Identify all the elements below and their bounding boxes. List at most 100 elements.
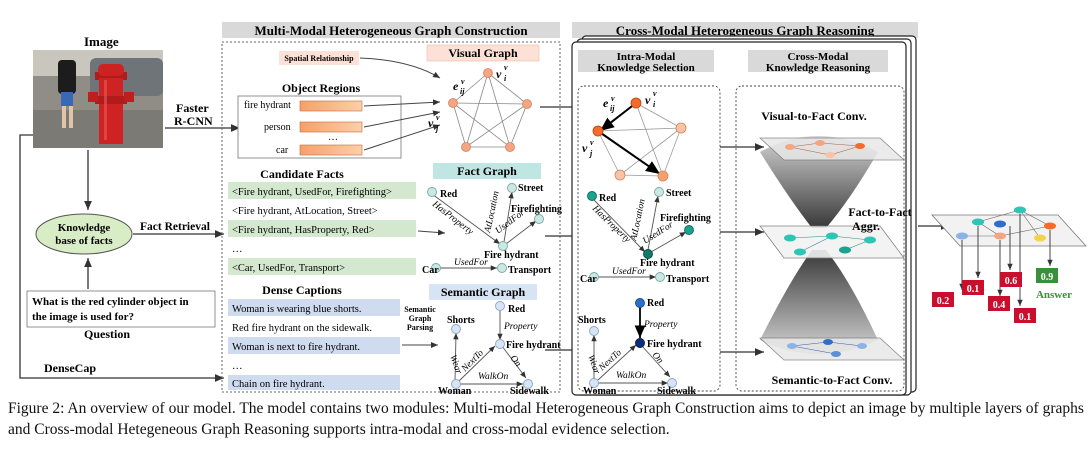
fact-1: <Fire hydrant, UsedFor, Firefighting> — [232, 187, 392, 198]
semantic-graph — [451, 301, 533, 389]
region-car: car — [276, 145, 289, 156]
svg-text:Semantic: Semantic — [404, 305, 436, 314]
svg-text:ij: ij — [610, 104, 615, 113]
svg-text:e: e — [603, 96, 609, 110]
svg-text:Street: Street — [518, 183, 544, 194]
fact-3: <Fire hydrant, HasProperty, Red> — [232, 225, 375, 236]
svg-text:Shorts: Shorts — [578, 315, 606, 326]
visual-graph — [448, 68, 532, 152]
intra-semantic-labels: Shorts Red Fire hydrant Woman Sidewalk P… — [578, 298, 702, 397]
fact-graph — [427, 183, 544, 273]
svg-text:v: v — [461, 77, 465, 86]
svg-text:ij: ij — [460, 87, 465, 96]
svg-text:Red: Red — [508, 304, 526, 315]
svg-text:Woman: Woman — [583, 386, 617, 397]
svg-text:Red: Red — [599, 193, 617, 204]
cross-title-2: Knowledge Reasoning — [766, 62, 871, 74]
svg-text:i: i — [653, 100, 656, 109]
object-regions-title: Object Regions — [282, 81, 361, 95]
fact-graph-title-box — [433, 163, 541, 179]
intra-visual-labels: v i v e v ij v j v — [582, 89, 657, 158]
image-label: Image — [84, 34, 119, 49]
svg-text:v: v — [436, 113, 440, 122]
svg-text:j: j — [588, 149, 593, 158]
svg-text:Fire hydrant: Fire hydrant — [506, 340, 561, 351]
visual-graph-title-box — [426, 44, 540, 62]
facts-to-graph-arrow — [417, 229, 446, 236]
knowledge-base-line1: Knowledge — [58, 222, 111, 234]
svg-text:Sidewalk: Sidewalk — [657, 386, 696, 397]
caption-5: Chain on fire hydrant. — [232, 379, 325, 390]
faster-label: Faster — [176, 101, 209, 115]
svg-text:WalkOn: WalkOn — [616, 371, 647, 381]
svg-text:Graph: Graph — [409, 314, 432, 323]
score-badges: 0.2 0.1 0.4 0.6 0.1 0.9 — [932, 268, 1058, 323]
svg-text:Firefighting: Firefighting — [511, 204, 562, 215]
intra-title-2: Knowledge Selection — [597, 62, 694, 74]
region-fire-hydrant: fire hydrant — [244, 100, 291, 111]
score-4: 0.6 — [1005, 276, 1018, 287]
score-1: 0.2 — [937, 296, 950, 307]
cross-title-bar — [748, 50, 888, 72]
svg-text:Firefighting: Firefighting — [660, 213, 711, 224]
svg-text:Red: Red — [440, 189, 458, 200]
cross-panel — [735, 85, 905, 392]
fact-5: <Car, UsedFor, Transport> — [232, 263, 345, 274]
fact-4: … — [232, 244, 243, 255]
svg-text:Transport: Transport — [508, 265, 552, 276]
svg-text:v: v — [496, 67, 502, 81]
svg-text:v: v — [611, 94, 615, 103]
svg-text:NextTo: NextTo — [459, 348, 486, 375]
knowledge-base-ellipse — [35, 213, 133, 255]
intra-panel — [577, 85, 721, 392]
question-box — [26, 290, 216, 328]
svg-text:Transport: Transport — [666, 274, 710, 285]
hourglass — [758, 136, 906, 361]
intra-title-bar — [578, 50, 714, 72]
score-3: 0.4 — [993, 300, 1006, 311]
rcnn-label: R-CNN — [174, 114, 213, 128]
intra-fact-graph — [587, 187, 694, 282]
output-graph — [931, 206, 1087, 247]
fact-to-fact-line1: Fact-to-Fact — [848, 205, 911, 219]
knowledge-base-line2: base of facts — [55, 235, 113, 247]
score-answer: 0.9 — [1041, 272, 1054, 283]
densecap-label: DenseCap — [44, 361, 96, 375]
svg-text:j: j — [434, 124, 439, 133]
svg-text:Wear: Wear — [447, 354, 463, 376]
semantic-to-fact-label: Semantic-to-Fact Conv. — [772, 373, 893, 387]
caption-2: Red fire hydrant on the sidewalk. — [232, 323, 372, 334]
svg-text:Fire hydrant: Fire hydrant — [647, 339, 702, 350]
street-photo — [33, 50, 163, 148]
svg-text:Street: Street — [666, 188, 692, 199]
svg-text:v: v — [504, 63, 508, 72]
region-arrow-2 — [363, 110, 441, 128]
dense-captions-title: Dense Captions — [262, 283, 342, 297]
svg-text:v: v — [653, 89, 657, 98]
caption-1: Woman is wearing blue shorts. — [232, 304, 362, 315]
svg-text:Car: Car — [422, 265, 439, 276]
mmhgc-panel — [221, 41, 561, 393]
svg-text:Property: Property — [643, 320, 678, 330]
svg-text:UsedFor: UsedFor — [454, 258, 488, 268]
fact-2: <Fire hydrant, AtLocation, Street> — [232, 206, 378, 217]
caption-4: … — [232, 361, 243, 372]
question-label: Question — [84, 327, 130, 341]
caption-3: Woman is next to fire hydrant. — [232, 342, 360, 353]
svg-text:Shorts: Shorts — [447, 315, 475, 326]
intra-title-1: Intra-Modal — [617, 51, 676, 63]
densecap-arrow — [19, 134, 224, 382]
region-arrow-1 — [363, 99, 441, 107]
svg-text:UsedFor: UsedFor — [612, 267, 646, 277]
cross-title-1: Cross-Modal — [788, 51, 849, 63]
mmhgc-title: Multi-Modal Heterogeneous Graph Construc… — [254, 23, 528, 38]
svg-text:Fire hydrant: Fire hydrant — [484, 250, 539, 261]
svg-text:Property: Property — [503, 322, 538, 332]
region-feature-bars — [299, 100, 363, 156]
semantic-graph-title: Semantic Graph — [441, 285, 526, 299]
answer-label: Answer — [1036, 289, 1072, 301]
region-arrow-3 — [363, 124, 441, 151]
svg-text:Car: Car — [580, 274, 597, 285]
intra-semantic-graph — [589, 298, 677, 388]
spatial-relationship-label: Spatial Relationship — [284, 54, 354, 63]
